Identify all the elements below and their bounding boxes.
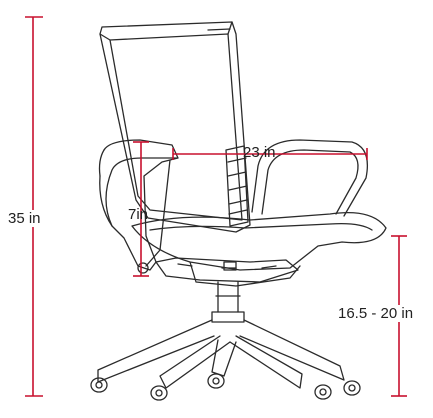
casters bbox=[90, 373, 361, 401]
arm-height-dimension-line bbox=[133, 141, 149, 277]
overall-height-label: 35 in bbox=[6, 210, 43, 227]
right-armrest bbox=[251, 139, 369, 217]
five-star-base bbox=[97, 319, 345, 389]
seat-height-label: 16.5 - 20 in bbox=[336, 305, 416, 322]
seat-width-label: 23 in bbox=[243, 144, 276, 161]
arm-height-label: 7in bbox=[128, 206, 149, 223]
gas-cylinder bbox=[211, 281, 245, 323]
tilt-mechanism bbox=[155, 257, 299, 283]
seat bbox=[131, 211, 387, 287]
overall-height-dimension-line bbox=[25, 16, 43, 397]
seat-width-dimension-line bbox=[172, 148, 368, 160]
backrest bbox=[99, 21, 251, 233]
lumbar-spine bbox=[225, 145, 249, 227]
